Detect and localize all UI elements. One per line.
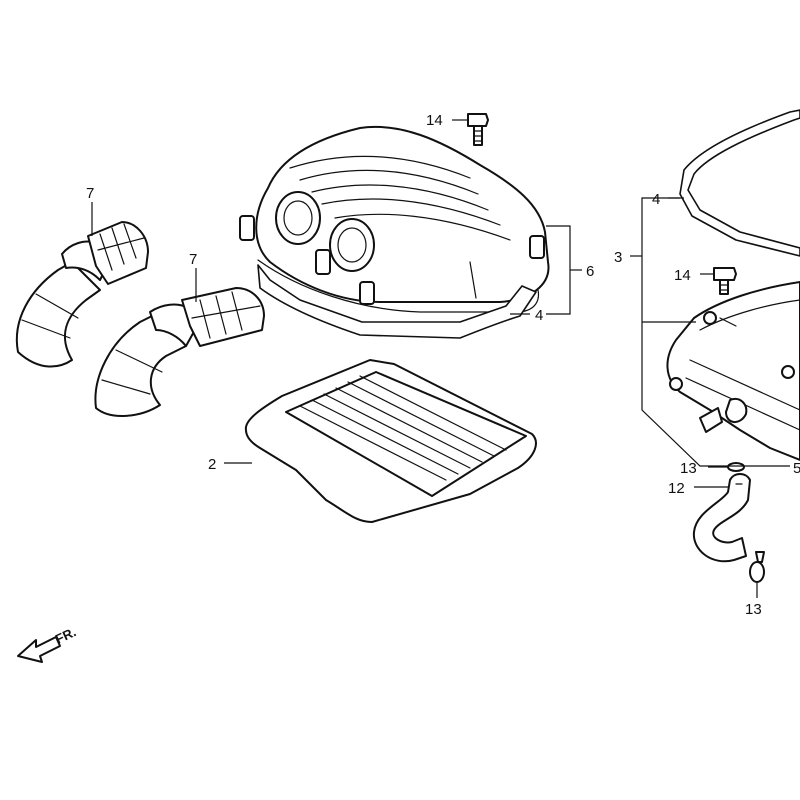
bracket-6 xyxy=(510,225,582,315)
bolt-right xyxy=(700,267,737,295)
callout-13-bottom: 13 xyxy=(745,601,762,618)
funnel-right xyxy=(94,287,265,417)
seal-upper xyxy=(257,264,537,339)
seal-right xyxy=(679,109,800,257)
callout-14-top: 14 xyxy=(426,112,443,129)
other-leaders xyxy=(91,202,758,598)
callout-4-right-seal: 4 xyxy=(652,191,660,208)
front-direction-arrow: FR. xyxy=(17,624,78,663)
air-cleaner-element xyxy=(244,359,537,523)
bolt-top xyxy=(452,113,489,146)
callout-13-top: 13 xyxy=(680,460,697,477)
callout-6: 6 xyxy=(586,263,594,280)
air-cleaner-lower-case xyxy=(666,281,800,461)
funnel-left xyxy=(15,221,149,368)
callout-5-partial: 5 xyxy=(793,460,800,477)
callout-7-left: 7 xyxy=(86,185,94,202)
callout-3: 3 xyxy=(614,249,622,266)
callout-2: 2 xyxy=(208,456,216,473)
callout-7-right: 7 xyxy=(189,251,197,268)
front-direction-label: FR. xyxy=(53,624,78,646)
callout-4-upper-seal: 4 xyxy=(535,307,543,324)
bracket-3 xyxy=(630,197,790,467)
callout-14-right: 14 xyxy=(674,267,691,284)
drain-tube xyxy=(692,462,765,583)
callout-12: 12 xyxy=(668,480,685,497)
air-cleaner-upper-case xyxy=(239,125,550,313)
